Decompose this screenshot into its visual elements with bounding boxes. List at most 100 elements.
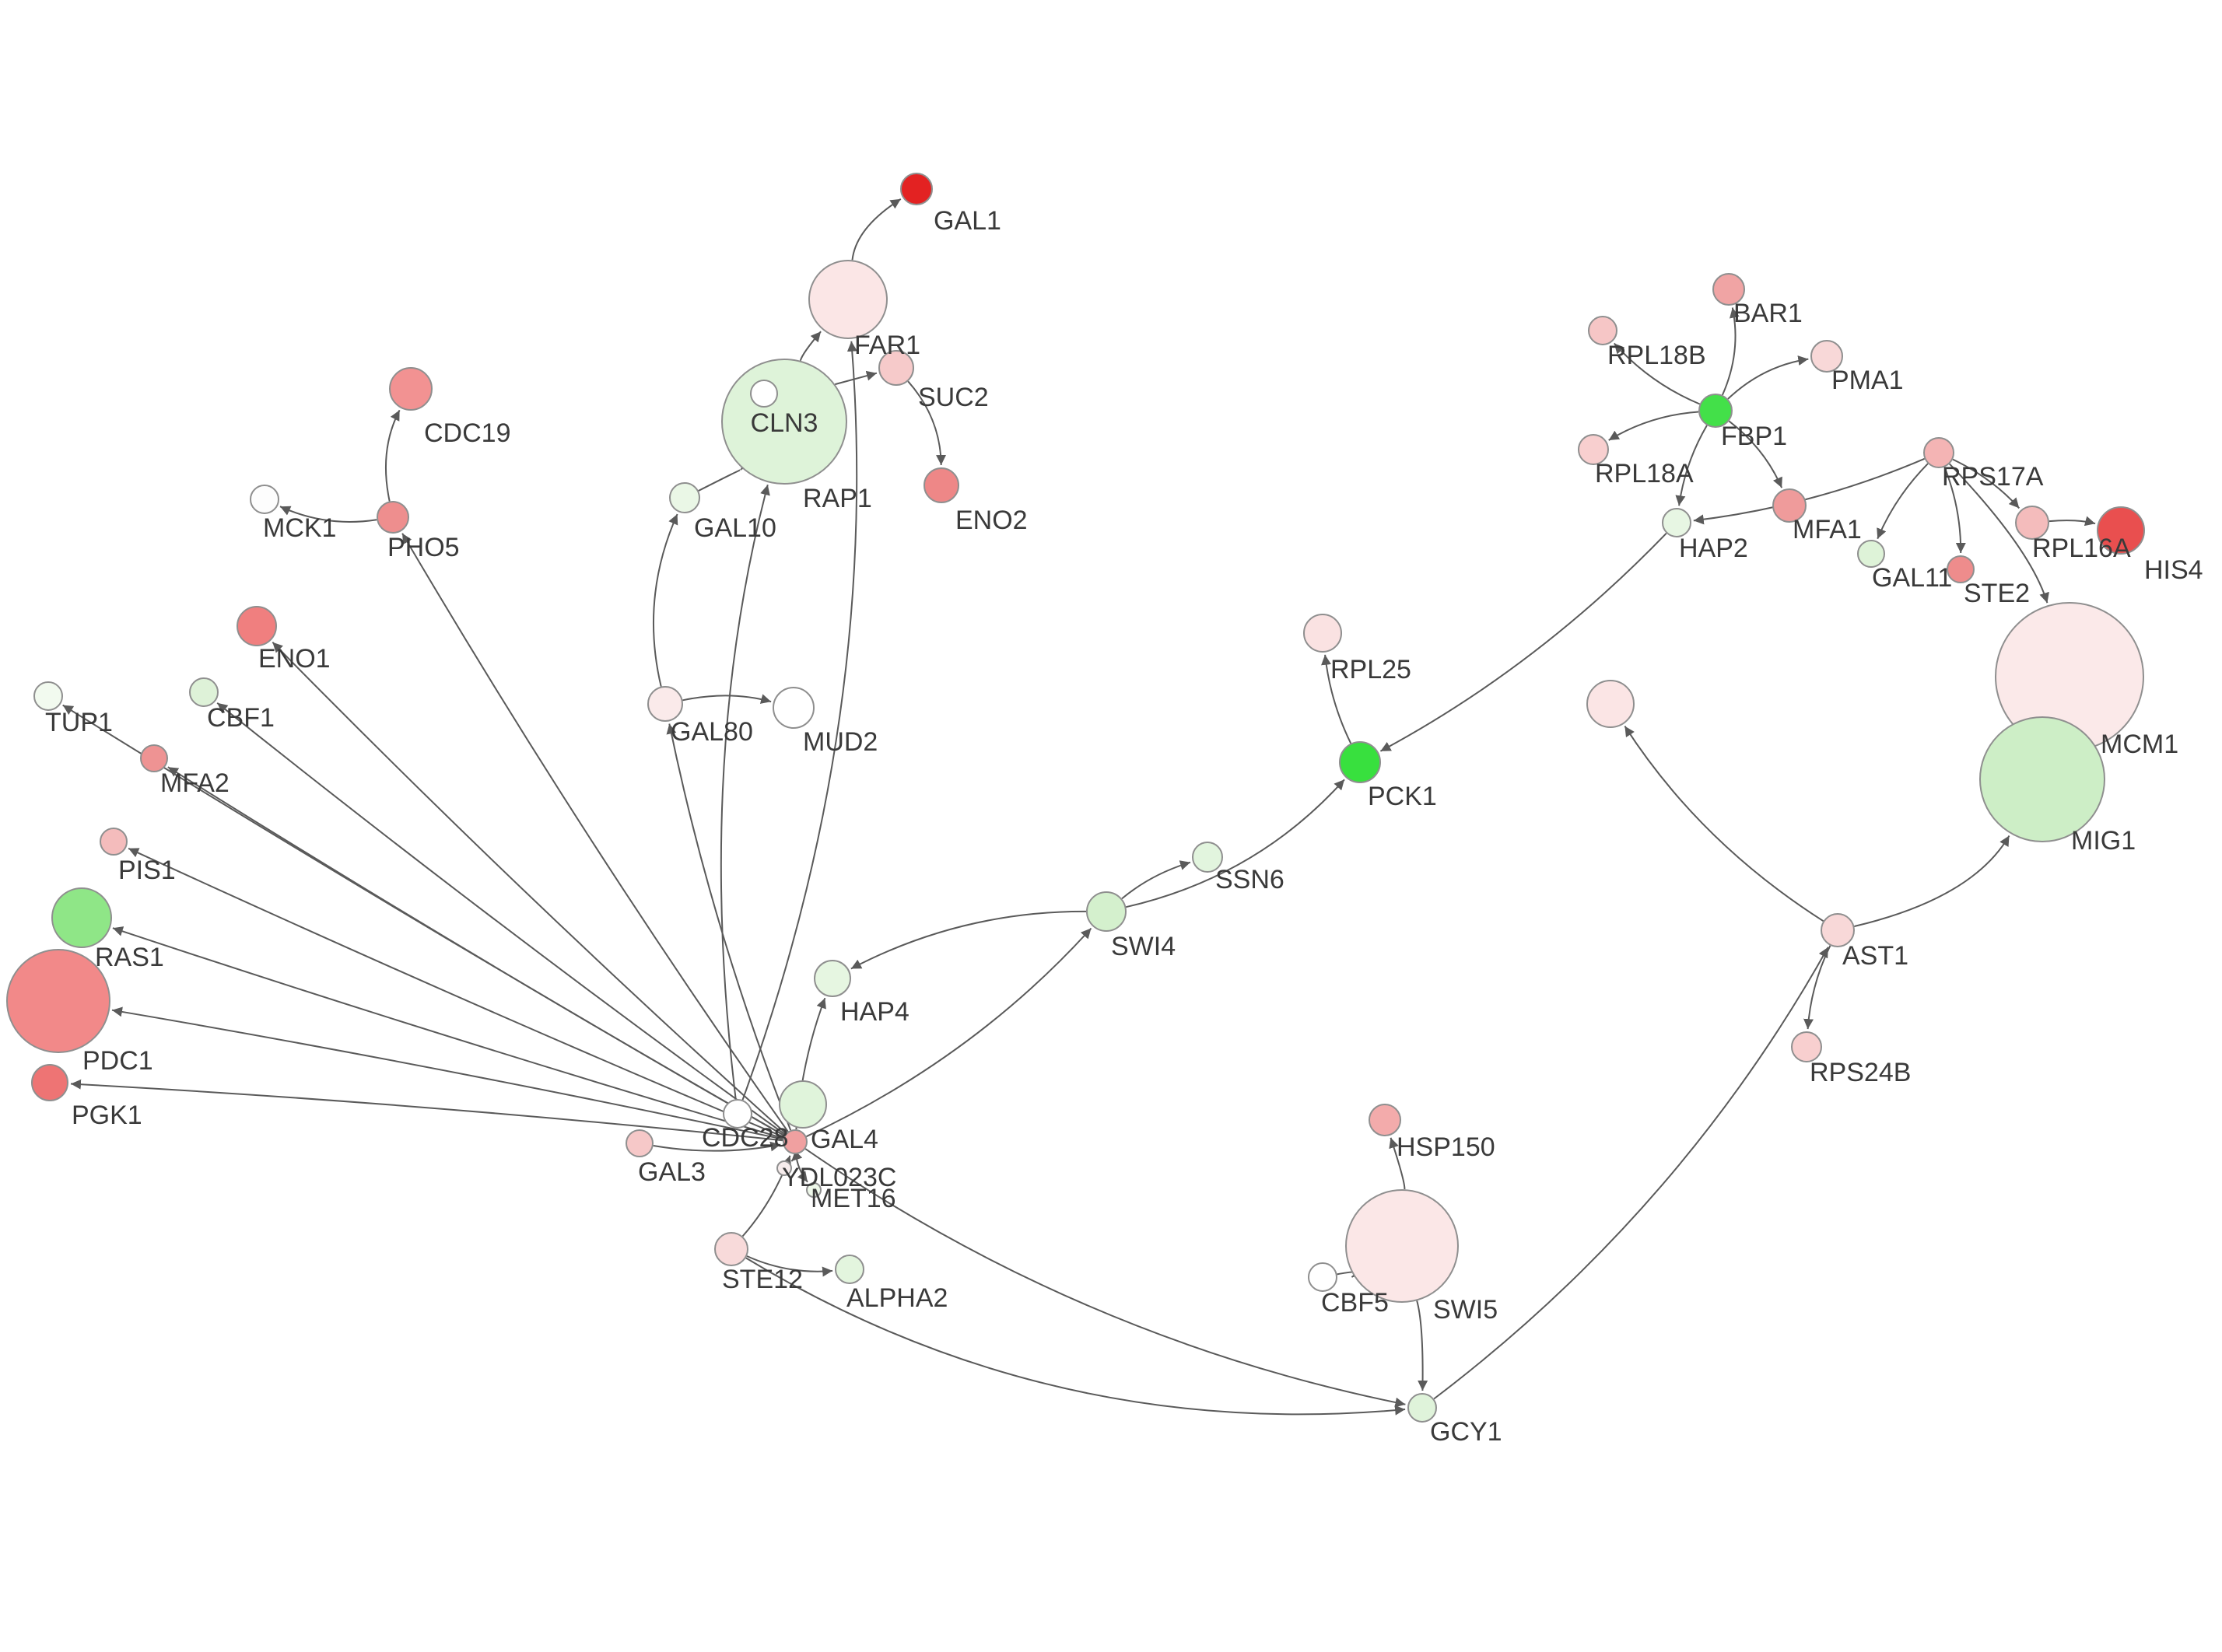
edge-fbp1-bar1[interactable] [1721,307,1740,396]
node-mck1[interactable] [250,485,279,514]
node-hsp150[interactable] [1369,1104,1401,1136]
edge-ast1-pinkmed[interactable] [1624,726,1824,922]
node-gal1[interactable] [900,173,933,205]
edge-gal4-cbf1[interactable] [216,702,786,1136]
edge-gal4-gcy1[interactable] [804,1148,1406,1408]
edge-fbp1-rpl18a[interactable] [1608,411,1699,441]
edge-cln3-suc2[interactable] [834,370,878,386]
node-tup1[interactable] [33,681,63,711]
node-gal80[interactable] [647,686,683,722]
node-pdc1[interactable] [6,949,110,1053]
node-unlabeled[interactable] [779,1080,827,1129]
node-cbf1[interactable] [189,677,219,707]
node-ste12[interactable] [714,1232,748,1266]
edge-gal4-pis1[interactable] [128,847,784,1138]
edge-gal4-ydl023c[interactable] [790,1150,803,1162]
node-pma1[interactable] [1810,340,1843,373]
node-hap2[interactable] [1662,508,1691,537]
edge-rps17a-ste2[interactable] [1943,467,1966,554]
node-alpha2[interactable] [835,1255,864,1284]
node-ste2[interactable] [1947,555,1975,583]
node-rpl16a[interactable] [2015,506,2049,540]
node-hap4[interactable] [814,960,851,997]
node-ydl023c[interactable] [776,1160,792,1176]
node-ras1[interactable] [51,887,112,948]
node-eno1[interactable] [237,606,277,646]
edge-gal80-mud2[interactable] [682,694,772,704]
node-pck1[interactable] [1339,741,1381,783]
node-fbp1[interactable] [1698,394,1733,428]
node-cdc28[interactable] [723,1099,752,1129]
node-rpl18a[interactable] [1578,434,1609,465]
edge-cdc28-far1[interactable] [741,341,858,1101]
edge-pho5-mck1[interactable] [279,506,377,523]
node-mfa1[interactable] [1772,488,1807,523]
edge-swi4-hap4[interactable] [850,910,1087,970]
edge-far1-gal1[interactable] [851,198,902,261]
edge-swi4-pck1[interactable] [1126,779,1345,908]
node-rps17a[interactable] [1923,437,1954,468]
edge-suc2-eno2[interactable] [907,380,947,466]
edge-rpl16a-his4[interactable] [2049,516,2096,527]
edge-gal4-ras1[interactable] [112,926,783,1139]
node-gal3[interactable] [626,1129,654,1157]
edge-rps17a-rpl16a[interactable] [1952,458,2020,509]
node-mud2[interactable] [773,687,815,729]
node-pho5[interactable] [377,501,409,534]
node-pgk1[interactable] [31,1064,68,1101]
edge-fbp1-mfa1[interactable] [1728,420,1783,488]
node-rpl25[interactable] [1303,614,1342,653]
node-mig1[interactable] [1979,716,2105,842]
edge-fbp1-hap2[interactable] [1675,425,1708,506]
node-his4[interactable] [2097,506,2145,555]
edge-rps17a-gal11[interactable] [1877,463,1929,540]
node-gcy1[interactable] [1407,1393,1437,1423]
edge-swi5-hsp150[interactable] [1389,1137,1406,1190]
edge-fbp1-rpl18b[interactable] [1613,342,1701,405]
edge-gal80-gal10[interactable] [652,513,678,687]
node-eno2[interactable] [923,467,959,503]
edge-gal3-gal4[interactable] [653,1141,781,1152]
edge-fbp1-pma1[interactable] [1727,355,1809,400]
edge-gal4-gal80[interactable] [666,723,792,1131]
edge-gal4-pgk1[interactable] [70,1079,783,1142]
node-unlabeled[interactable] [1586,680,1635,728]
node-suc2[interactable] [878,350,914,386]
node-far1[interactable] [808,260,888,339]
edge-ast1-rps24b[interactable] [1803,945,1831,1030]
edge-rps17a-hap2[interactable] [1693,457,1925,525]
node-gal10[interactable] [669,482,700,513]
edge-gal4-met16[interactable] [795,1153,808,1183]
node-rpl18b[interactable] [1588,316,1617,345]
node-rps24b[interactable] [1791,1031,1822,1062]
edge-swi5-gcy1[interactable] [1416,1300,1428,1391]
edge-gal4-eno1[interactable] [272,641,787,1135]
node-cln3[interactable] [721,359,847,485]
node-cbf5[interactable] [1308,1262,1337,1292]
node-ast1[interactable] [1821,913,1855,947]
edge-cln3-far1[interactable] [799,331,822,362]
node-pis1[interactable] [100,828,128,856]
node-rap1[interactable] [750,380,778,408]
edge-ste12-alpha2[interactable] [746,1255,833,1277]
node-swi5[interactable] [1345,1189,1459,1303]
node-swi4[interactable] [1086,891,1127,932]
node-mfa2[interactable] [140,744,168,772]
node-ssn6[interactable] [1192,842,1223,873]
edge-gal4-swi4[interactable] [806,927,1092,1138]
edge-gal4-pdc1[interactable] [111,1006,783,1140]
edge-ste12-gcy1[interactable] [745,1257,1406,1416]
node-bar1[interactable] [1712,273,1745,306]
edge-gal4-pho5[interactable] [401,533,789,1132]
edge-rps17a-mcm1[interactable] [1949,463,2049,604]
node-gal4[interactable] [783,1129,808,1154]
edge-hap2-pck1[interactable] [1379,533,1667,752]
node-cdc19[interactable] [389,367,433,411]
edge-swi4-ssn6[interactable] [1121,860,1191,900]
node-gal11[interactable] [1857,540,1885,568]
edge-gal10-cln3[interactable] [698,459,752,492]
edge-gal4-mfa2[interactable] [167,766,785,1136]
edge-pho5-cdc19[interactable] [384,409,401,502]
edge-cdc28-cln3[interactable] [720,485,770,1100]
